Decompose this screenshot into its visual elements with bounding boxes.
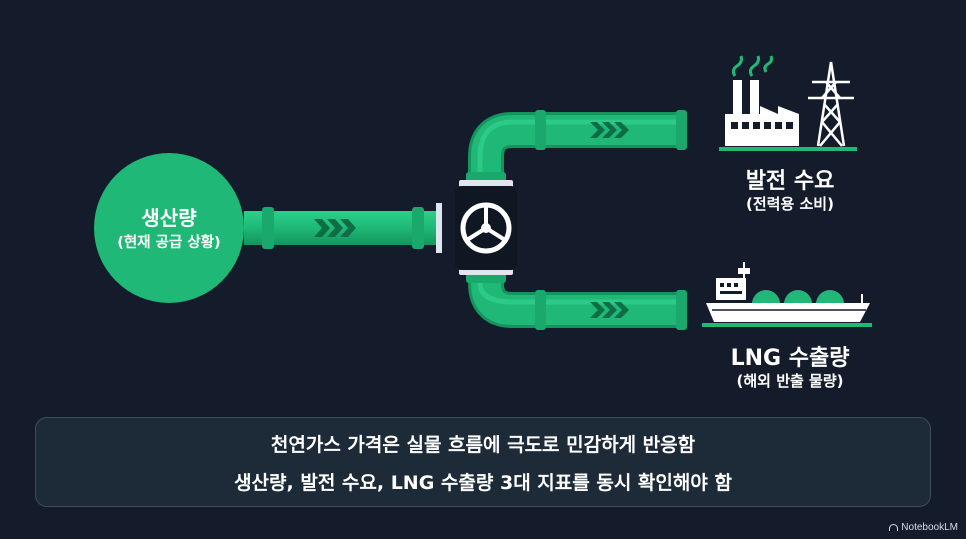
upper-flow-arrows-icon (590, 122, 629, 138)
factory-and-power-tower-icon (719, 55, 857, 151)
lng-tanker-ship-icon (702, 262, 872, 327)
inlet-flow-arrows-icon (314, 219, 356, 237)
lower-branch-pipe (468, 272, 684, 328)
caption-line-2: 생산량, 발전 수요, LNG 수출량 3대 지표를 동시 확인해야 함 (234, 472, 732, 494)
lng-export-title: LNG 수출량 (730, 346, 850, 371)
valve-wheel-icon (455, 180, 517, 275)
source-node-title: 생산량 (141, 206, 197, 230)
power-demand-subtitle: (전력용 소비) (746, 195, 834, 213)
caption-box: 천연가스 가격은 실물 흐름에 극도로 민감하게 반응함 생산량, 발전 수요,… (35, 417, 931, 507)
notebooklm-logo-icon (889, 524, 899, 531)
power-demand-title: 발전 수요 (745, 169, 835, 194)
source-node-circle (94, 153, 244, 303)
lng-export-subtitle: (해외 반출 물량) (736, 372, 844, 390)
notebooklm-watermark: NotebookLM (889, 522, 958, 533)
caption-line-1: 천연가스 가격은 실물 흐름에 극도로 민감하게 반응함 (270, 434, 696, 456)
lower-flow-arrows-icon (590, 302, 629, 318)
upper-branch-pipe (468, 112, 684, 185)
watermark-text: NotebookLM (901, 522, 958, 533)
source-node-subtitle: (현재 공급 상황) (117, 235, 221, 251)
